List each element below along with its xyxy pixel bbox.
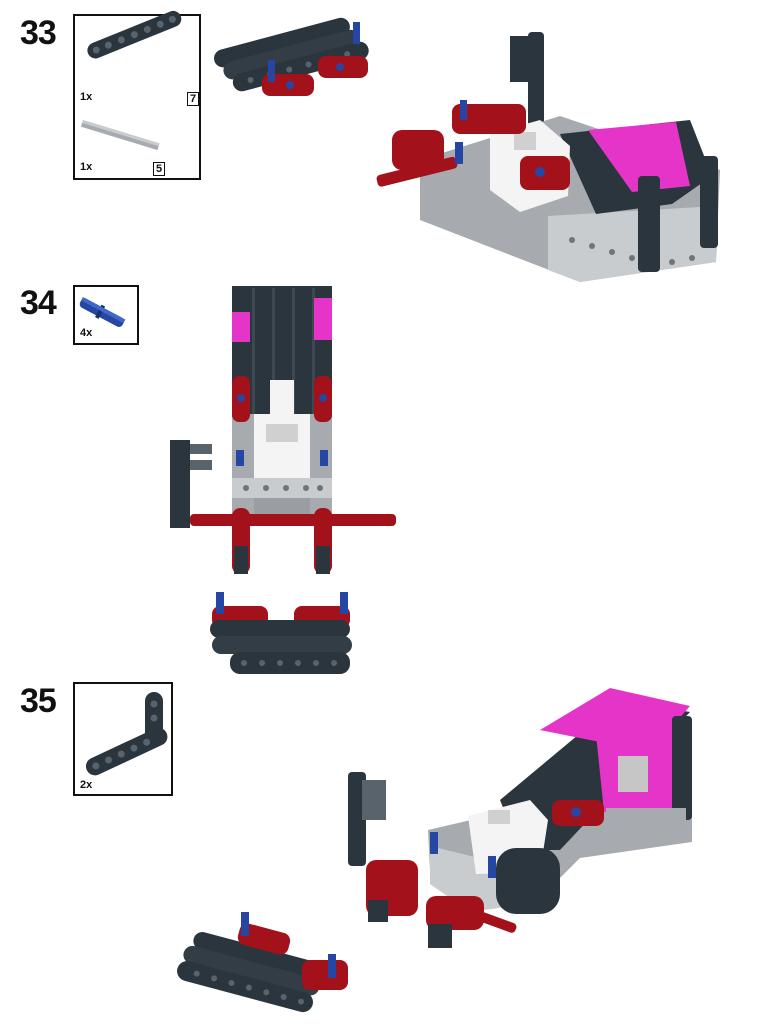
parts-callout-step-34: 4x (73, 285, 139, 345)
step-number-34: 34 (20, 284, 57, 322)
red-connector (262, 22, 368, 96)
part-qty: 1x (80, 161, 93, 173)
part-length: 5 (153, 162, 166, 176)
part-qty: 1x (80, 91, 93, 103)
part-qty: 4x (80, 327, 93, 339)
part-length: 7 (187, 92, 200, 106)
axle-5-icon (80, 119, 160, 151)
blue-pin-icon (79, 297, 126, 327)
l-beam-icon (85, 692, 168, 776)
step-number-33: 33 (20, 14, 57, 52)
step-number-35: 35 (20, 682, 57, 720)
parts-callout-step-35: 2x (73, 682, 173, 796)
parts-callout-step-33: 1x 7 1x 5 (73, 10, 201, 180)
part-qty: 2x (80, 779, 93, 791)
beam-7-icon (87, 10, 182, 59)
